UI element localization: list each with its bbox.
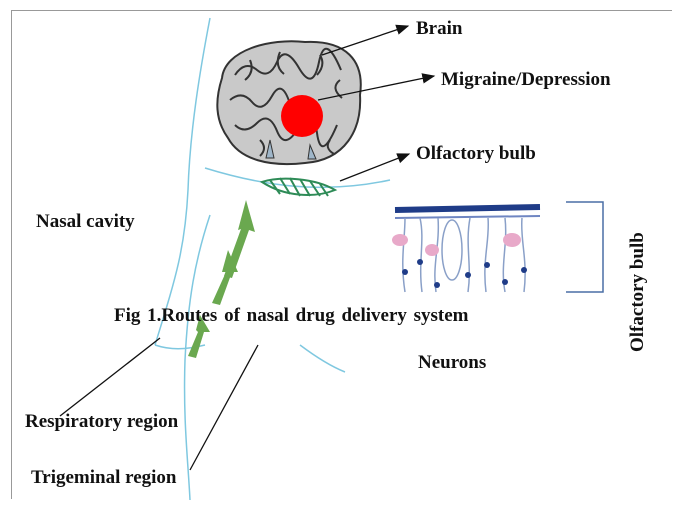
nasal-cavity-label: Nasal cavity (36, 211, 135, 233)
brain-pointer (322, 26, 408, 55)
olfactory-bulb-bracket (566, 202, 603, 292)
olfactory-bulb-label: Olfactory bulb (416, 143, 536, 165)
trigeminal-pointer (190, 345, 258, 470)
brain-label: Brain (416, 18, 462, 40)
green-arrow-path (188, 200, 255, 358)
brain-illustration (217, 41, 360, 164)
neuron-inset (380, 192, 548, 292)
figure-caption: Fig 1.Routes of nasal drug delivery syst… (114, 305, 469, 327)
respiratory-region-label: Respiratory region (25, 411, 178, 433)
lesion-marker (281, 95, 323, 137)
olfactory-pointer (340, 154, 409, 181)
trigeminal-region-label: Trigeminal region (31, 467, 176, 489)
respiratory-pointer (60, 338, 160, 416)
migraine-label: Migraine/Depression (441, 69, 611, 91)
neurons-label: Neurons (418, 352, 486, 374)
olfactory-bulb-vertical-label: Olfactory bulb (627, 232, 649, 352)
